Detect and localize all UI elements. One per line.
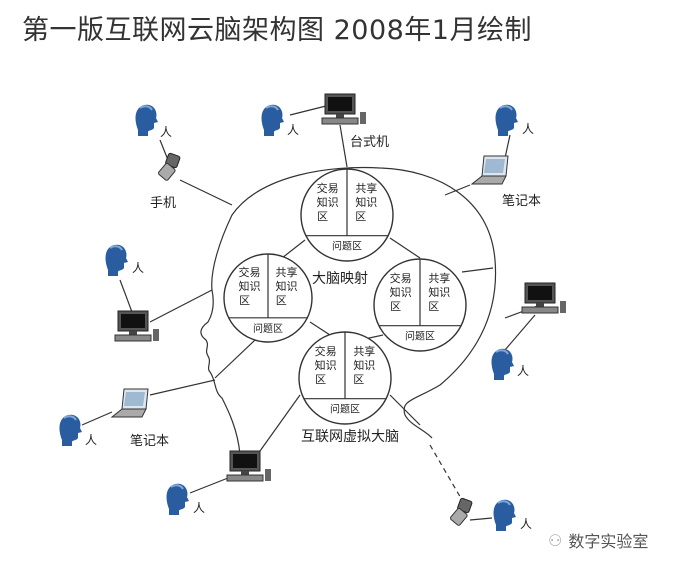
diagram-title: 第一版互联网云脑架构图 2008年1月绘制 xyxy=(22,15,532,46)
person-label: 人 xyxy=(160,125,172,139)
desktop-icon xyxy=(114,310,160,342)
trade-zone-label: 交易 xyxy=(390,271,412,285)
share-zone-label: 知识 xyxy=(275,279,297,293)
person-label: 人 xyxy=(522,122,534,136)
watermark: ⚇ 数字实验室 xyxy=(548,528,648,552)
phone-icon xyxy=(157,152,181,182)
desktop-label: 台式机 xyxy=(350,135,389,150)
trade-zone-label: 交易 xyxy=(317,181,339,195)
trade-zone-label: 区 xyxy=(390,300,401,313)
person-label: 人 xyxy=(520,517,532,531)
laptop-icon xyxy=(471,155,509,185)
virtual-brain-label: 互联网虚拟大脑 xyxy=(301,429,399,445)
share-zone-label: 知识 xyxy=(428,285,450,299)
share-zone-label: 区 xyxy=(353,373,364,386)
share-zone-label: 共享 xyxy=(355,181,377,195)
trade-zone-label: 区 xyxy=(239,294,250,307)
problem-zone-label: 问题区 xyxy=(405,330,435,343)
problem-zone-label: 问题区 xyxy=(330,403,360,416)
share-zone-label: 知识 xyxy=(355,195,377,209)
person-label: 人 xyxy=(517,364,529,378)
person-icon xyxy=(165,482,190,516)
person-icon xyxy=(494,103,519,137)
person-icon xyxy=(58,413,83,447)
desktop-icon xyxy=(321,93,367,125)
trade-zone-label: 知识 xyxy=(239,279,261,293)
person-label: 人 xyxy=(193,501,205,515)
wechat-icon: ⚇ xyxy=(548,530,563,550)
share-zone-label: 共享 xyxy=(353,344,375,358)
person-label: 人 xyxy=(287,123,299,137)
person-label: 人 xyxy=(85,433,97,447)
connection-lines xyxy=(81,104,541,521)
center-label: 大脑映射 xyxy=(312,271,368,287)
trade-zone-label: 区 xyxy=(315,373,326,386)
watermark-text: 数字实验室 xyxy=(568,532,649,551)
person-icon xyxy=(490,347,515,381)
share-zone-label: 共享 xyxy=(428,271,450,285)
desktop-icon xyxy=(226,450,272,482)
person-icon xyxy=(104,243,129,277)
laptop-icon xyxy=(111,388,149,418)
trade-zone-label: 交易 xyxy=(239,265,261,279)
share-zone-label: 区 xyxy=(428,300,439,313)
laptop-label: 笔记本 xyxy=(502,193,541,209)
phone-icon xyxy=(449,497,473,527)
laptop-label: 笔记本 xyxy=(130,433,169,449)
share-zone-label: 区 xyxy=(276,294,287,307)
problem-zone-label: 问题区 xyxy=(253,322,283,335)
person-label: 人 xyxy=(132,261,144,275)
phone-label: 手机 xyxy=(150,196,176,211)
share-zone-label: 知识 xyxy=(353,358,375,372)
share-zone-label: 共享 xyxy=(275,265,297,279)
problem-zone-label: 问题区 xyxy=(332,240,362,253)
share-zone-label: 区 xyxy=(355,210,366,223)
trade-zone-label: 交易 xyxy=(315,344,337,358)
person-icon xyxy=(492,498,517,532)
trade-zone-label: 知识 xyxy=(315,358,337,372)
person-icon xyxy=(134,103,159,137)
trade-zone-label: 知识 xyxy=(390,285,412,299)
trade-zone-label: 区 xyxy=(317,210,328,223)
person-icon xyxy=(260,103,285,137)
desktop-icon xyxy=(521,282,567,314)
trade-zone-label: 知识 xyxy=(317,195,339,209)
head-outline xyxy=(200,166,497,456)
